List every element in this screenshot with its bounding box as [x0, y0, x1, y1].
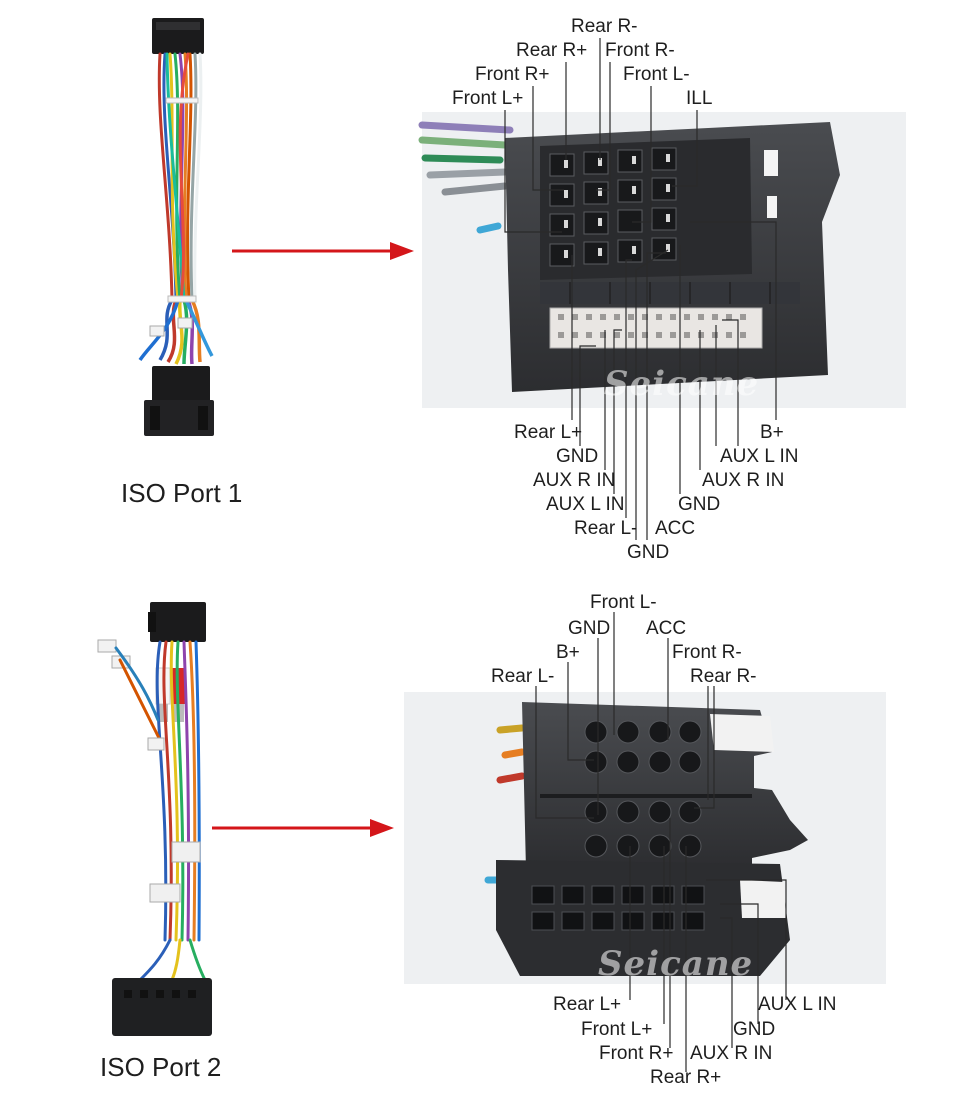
s2-label-rear-l-minus: Rear L-: [491, 666, 555, 687]
s1-label-aux-l-in-2: AUX L IN: [720, 446, 799, 467]
leader-lines-1: [504, 38, 777, 540]
s1-label-ill: ILL: [686, 88, 713, 109]
s2-label-front-l-plus: Front L+: [581, 1019, 653, 1040]
s2-label-front-r-plus: Front R+: [599, 1043, 674, 1064]
s2-label-b-plus: B+: [556, 642, 580, 663]
iso-port-2-label: ISO Port 2: [100, 1052, 222, 1082]
s1-label-gnd-2: GND: [627, 542, 670, 563]
arrow-2: [212, 819, 394, 837]
arrow-1: [232, 242, 414, 260]
watermark-1: Seicane: [604, 364, 760, 404]
s2-label-gnd: GND: [568, 618, 611, 639]
s1-label-aux-r-in-2: AUX R IN: [702, 470, 785, 491]
s1-label-aux-r-in-1: AUX R IN: [533, 470, 616, 491]
s1-label-front-r-plus: Front R+: [475, 64, 550, 85]
leader-lines-2: [535, 612, 787, 1072]
s2-label-front-l-minus: Front L-: [590, 592, 657, 613]
s2-label-rear-r-plus: Rear R+: [650, 1067, 722, 1088]
s1-label-rear-l-plus: Rear L+: [514, 422, 583, 443]
s2-label-aux-r-in: AUX R IN: [690, 1043, 773, 1064]
s1-label-acc: ACC: [655, 518, 696, 539]
s1-label-rear-l-minus: Rear L-: [574, 518, 638, 539]
harness-1-image: [138, 18, 214, 436]
s1-label-gnd-3: GND: [678, 494, 721, 515]
connector-1-image: [418, 112, 906, 408]
s2-label-front-r-minus: Front R-: [672, 642, 742, 663]
s2-label-aux-l-in: AUX L IN: [758, 994, 837, 1015]
s2-label-rear-r-minus: Rear R-: [690, 666, 757, 687]
s1-label-rear-r-plus: Rear R+: [516, 40, 588, 61]
s1-label-b-plus: B+: [760, 422, 784, 443]
watermark-2: Seicane: [598, 944, 754, 984]
s2-label-gnd-bottom: GND: [733, 1019, 776, 1040]
s2-label-acc: ACC: [646, 618, 687, 639]
harness-2-image: [97, 602, 212, 1036]
s1-label-gnd-1: GND: [556, 446, 599, 467]
iso-port-1-label: ISO Port 1: [121, 478, 243, 508]
s1-label-front-r-minus: Front R-: [605, 40, 675, 61]
s1-label-aux-l-in-1: AUX L IN: [546, 494, 625, 515]
s1-label-rear-r-minus: Rear R-: [571, 16, 638, 37]
s1-label-front-l-minus: Front L-: [623, 64, 690, 85]
s2-label-rear-l-plus: Rear L+: [553, 994, 622, 1015]
connector-2-image: [404, 692, 886, 984]
s1-label-front-l-plus: Front L+: [452, 88, 524, 109]
